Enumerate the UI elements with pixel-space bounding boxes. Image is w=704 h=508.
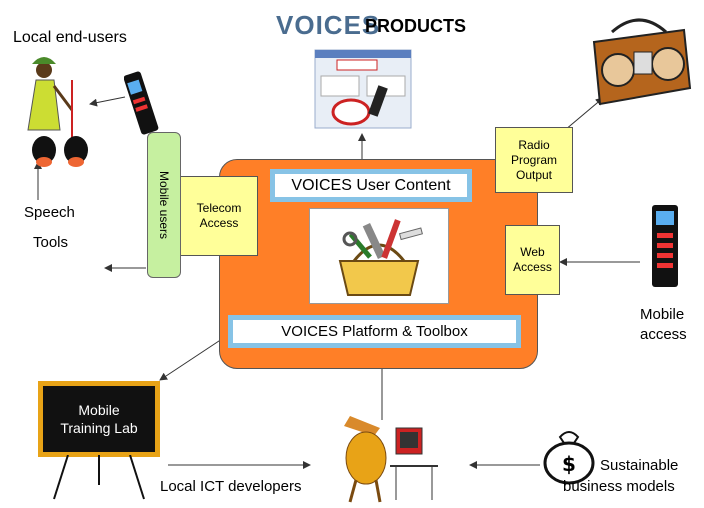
money-bag-icon: $ bbox=[538, 425, 600, 485]
speech-label: Speech bbox=[24, 204, 75, 221]
end-user-figure bbox=[14, 50, 104, 170]
mobile-training-lab-label-1: Mobile bbox=[78, 401, 120, 418]
mobile-phone-icon-top bbox=[123, 70, 164, 140]
telecom-access-label: Telecom Access bbox=[196, 201, 242, 230]
voices-user-content-label: VOICES User Content bbox=[291, 176, 451, 194]
radio-icon bbox=[584, 8, 694, 108]
mobile-phone-icon-right bbox=[648, 203, 682, 289]
radio-program-output-label: Radio Program Output bbox=[510, 137, 557, 182]
mobile-users-label: Mobile users bbox=[157, 170, 171, 240]
tools-label: Tools bbox=[33, 234, 69, 251]
radio-program-output-box: Radio Program Output bbox=[495, 127, 573, 193]
svg-text:$: $ bbox=[562, 452, 576, 476]
local-ict-developers-label: Local ICT developers bbox=[160, 478, 302, 495]
easel-legs bbox=[53, 455, 145, 500]
voices-platform-toolbox-box: VOICES Platform & Toolbox bbox=[228, 315, 521, 348]
mobile-access-label-1: Mobile bbox=[640, 306, 685, 323]
mobile-training-lab-board: Mobile Training Lab bbox=[38, 381, 160, 457]
products-title: PRODUCTS bbox=[365, 16, 467, 36]
voices-user-content-box: VOICES User Content bbox=[270, 169, 472, 202]
sustainable-label-2: business models bbox=[563, 478, 675, 495]
mobile-training-lab-label-2: Training Lab bbox=[60, 420, 138, 436]
toolbox-image bbox=[309, 208, 449, 304]
telecom-access-box: Telecom Access bbox=[180, 176, 258, 256]
user-content-screenshot-image bbox=[307, 46, 417, 142]
local-end-users-label: Local end-users bbox=[13, 29, 127, 46]
toolbox-icon bbox=[338, 219, 423, 296]
web-access-box: Web Access bbox=[505, 225, 560, 295]
web-access-label: Web Access bbox=[513, 245, 552, 274]
sustainable-label-1: Sustainable bbox=[600, 457, 679, 474]
mobile-users-box: Mobile users bbox=[147, 132, 181, 278]
mobile-access-label-2: access bbox=[640, 326, 687, 343]
voices-logo: VOICES bbox=[276, 10, 381, 40]
developer-figure bbox=[330, 410, 442, 503]
voices-platform-toolbox-label: VOICES Platform & Toolbox bbox=[281, 323, 468, 340]
